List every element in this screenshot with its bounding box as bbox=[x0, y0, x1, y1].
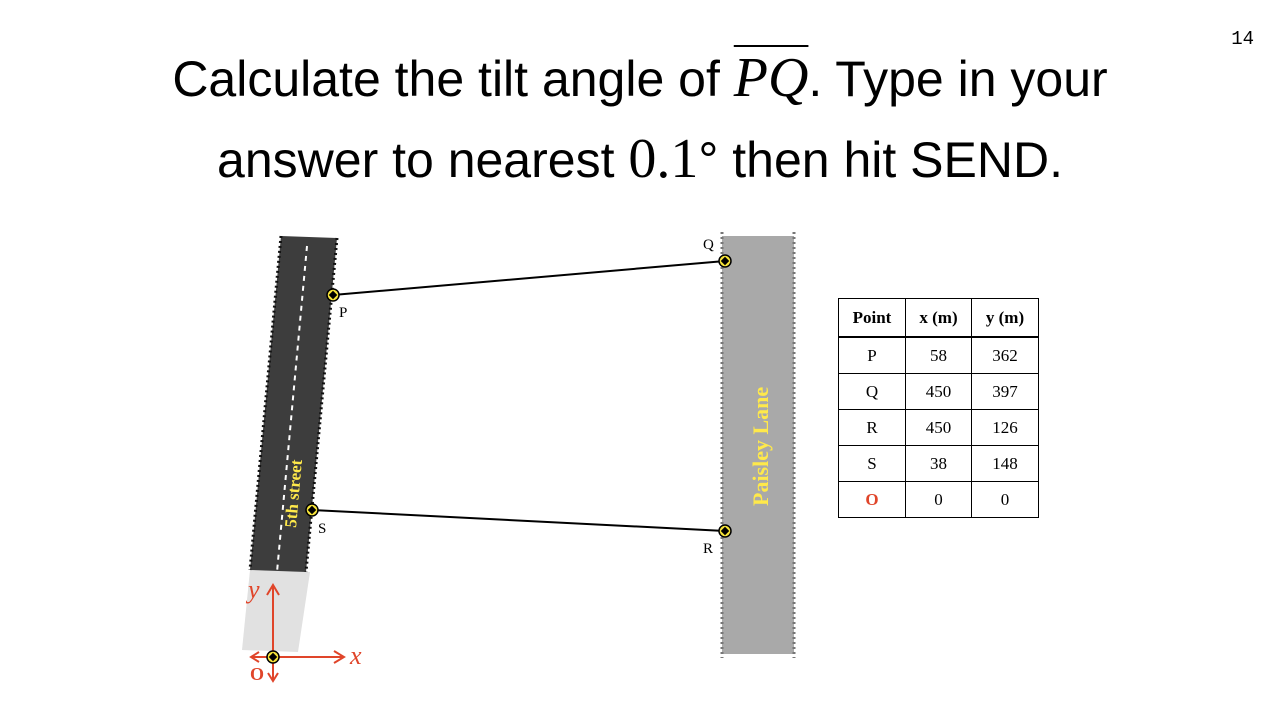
x-axis-label: x bbox=[349, 641, 362, 670]
point-p-label: P bbox=[339, 305, 347, 321]
precision-value: 0.1 bbox=[628, 128, 699, 190]
table-row: P 58 362 bbox=[838, 336, 1039, 374]
cell-point: R bbox=[838, 409, 906, 446]
degree-symbol: ° bbox=[698, 132, 719, 188]
cell-y: 397 bbox=[971, 373, 1039, 410]
title-text-1: Calculate the tilt angle of bbox=[172, 51, 734, 107]
segment-pq-line bbox=[332, 260, 726, 296]
point-r-marker bbox=[718, 524, 732, 538]
cell-y: 0 bbox=[971, 481, 1039, 518]
cell-x: 450 bbox=[905, 409, 972, 446]
cell-point: Q bbox=[838, 373, 906, 410]
cell-x: 38 bbox=[905, 445, 972, 482]
question-title: Calculate the tilt angle of PQ. Type in … bbox=[0, 38, 1280, 200]
table-row: S 38 148 bbox=[838, 445, 1039, 482]
cell-y: 148 bbox=[971, 445, 1039, 482]
cell-x: 0 bbox=[905, 481, 972, 518]
cell-point: S bbox=[838, 445, 906, 482]
cell-y: 126 bbox=[971, 409, 1039, 446]
title-text-2: . Type in your bbox=[808, 51, 1108, 107]
point-p-marker bbox=[326, 288, 340, 302]
title-text-4: then hit SEND. bbox=[718, 132, 1063, 188]
cell-point-origin: O bbox=[838, 481, 906, 518]
header-point: Point bbox=[838, 298, 906, 338]
coordinates-table: Point x (m) y (m) P 58 362 Q 450 397 R 4… bbox=[838, 298, 1039, 518]
coordinate-axes bbox=[249, 583, 346, 683]
point-s-marker bbox=[305, 503, 319, 517]
slide-number: 14 bbox=[1231, 28, 1254, 50]
origin-label: O bbox=[250, 664, 264, 684]
segment-sr-line bbox=[311, 509, 726, 532]
cell-point: P bbox=[838, 336, 906, 374]
point-s-label: S bbox=[318, 521, 326, 537]
paisley-lane-road bbox=[722, 236, 794, 654]
header-y: y (m) bbox=[971, 298, 1039, 338]
street-extension bbox=[242, 570, 310, 652]
origin-marker bbox=[266, 650, 280, 664]
title-text-3: answer to nearest bbox=[217, 132, 629, 188]
point-q-marker bbox=[718, 254, 732, 268]
segment-pq: PQ bbox=[733, 47, 809, 109]
table-row: O 0 0 bbox=[838, 481, 1039, 518]
cell-x: 58 bbox=[905, 336, 972, 374]
fifth-street-road bbox=[250, 236, 337, 572]
table-header-row: Point x (m) y (m) bbox=[838, 298, 1039, 338]
cell-y: 362 bbox=[971, 336, 1039, 374]
y-axis-label: y bbox=[245, 575, 260, 604]
table-row: Q 450 397 bbox=[838, 373, 1039, 410]
header-x: x (m) bbox=[905, 298, 972, 338]
point-q-label: Q bbox=[703, 237, 714, 253]
cell-x: 450 bbox=[905, 373, 972, 410]
point-r-label: R bbox=[703, 541, 713, 557]
table-row: R 450 126 bbox=[838, 409, 1039, 446]
street-center-line bbox=[276, 245, 308, 573]
lane-label: Paisley Lane bbox=[748, 387, 773, 506]
street-left-edge bbox=[248, 235, 283, 571]
